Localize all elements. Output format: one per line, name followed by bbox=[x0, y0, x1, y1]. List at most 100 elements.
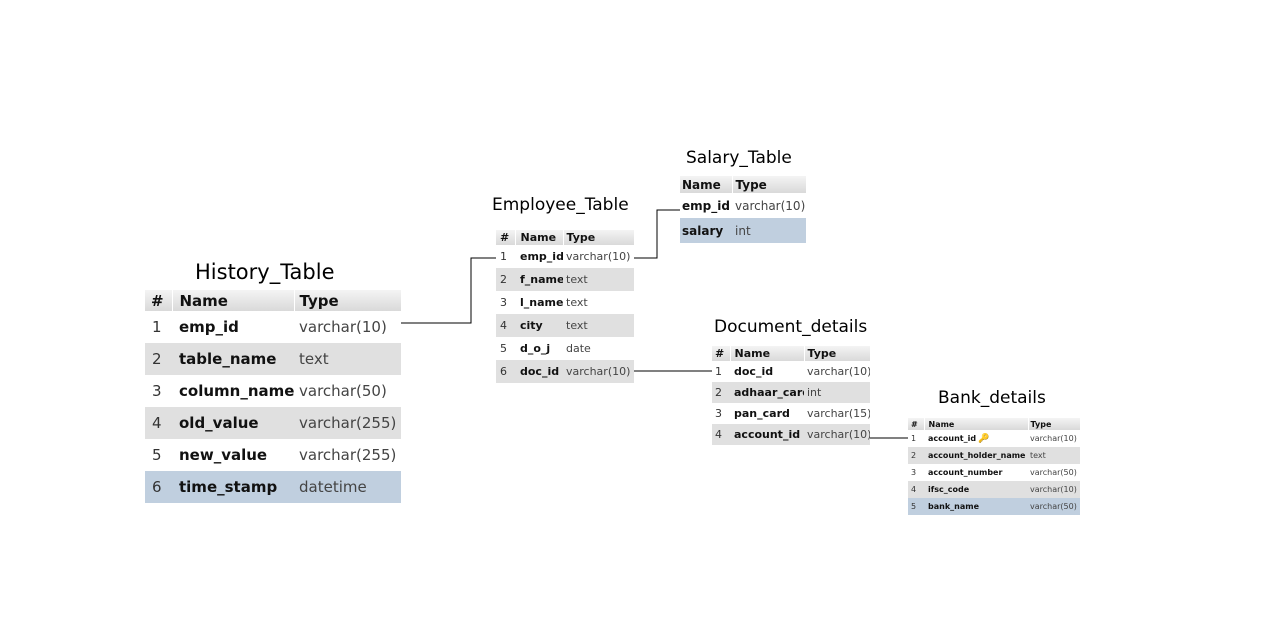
row-number: 2 bbox=[908, 447, 924, 464]
header-type[interactable]: Type bbox=[294, 290, 402, 311]
table-row[interactable]: 5 new_value varchar(255) bbox=[145, 439, 401, 471]
header-number[interactable]: # bbox=[908, 418, 925, 430]
row-number: 4 bbox=[496, 314, 515, 337]
column-name-cell: account_id🔑 bbox=[924, 430, 1028, 447]
table-row[interactable]: 4 ifsc_code varchar(10) bbox=[908, 481, 1080, 498]
table-row[interactable]: 3 pan_card varchar(15) bbox=[712, 403, 870, 424]
document-table-title: Document_details bbox=[714, 317, 868, 337]
bank-table-grid: # Name Type 1 account_id🔑 varchar(10) 2 … bbox=[908, 418, 1081, 515]
employee-table-grid: # Name Type 1 emp_id varchar(10) 2 f_nam… bbox=[496, 230, 635, 383]
table-row[interactable]: 5 d_o_j date bbox=[496, 337, 634, 360]
table-row[interactable]: 4 city text bbox=[496, 314, 634, 337]
column-name: account_id bbox=[730, 424, 804, 445]
column-type: varchar(255) bbox=[294, 407, 401, 439]
key-icon: 🔑 bbox=[978, 433, 990, 444]
row-number: 4 bbox=[145, 407, 172, 439]
table-row[interactable]: 1 emp_id varchar(10) bbox=[496, 245, 634, 268]
column-name: city bbox=[515, 314, 563, 337]
table-row[interactable]: 2 account_holder_name text bbox=[908, 447, 1080, 464]
column-type: text bbox=[294, 343, 401, 375]
row-number: 1 bbox=[496, 245, 515, 268]
table-row[interactable]: 2 adhaar_card int bbox=[712, 382, 870, 403]
column-type: varchar(50) bbox=[1028, 498, 1080, 515]
column-type: varchar(10) bbox=[563, 360, 634, 383]
table-row[interactable]: 4 account_id varchar(10) bbox=[712, 424, 870, 445]
history-table-title: History_Table bbox=[195, 260, 335, 284]
column-name: new_value bbox=[172, 439, 294, 471]
row-number: 1 bbox=[145, 311, 172, 343]
table-row[interactable]: 3 column_name varchar(50) bbox=[145, 375, 401, 407]
column-name: emp_id bbox=[515, 245, 563, 268]
table-row[interactable]: 3 account_number varchar(50) bbox=[908, 464, 1080, 481]
row-number: 1 bbox=[908, 430, 924, 447]
column-name: salary bbox=[680, 218, 732, 243]
header-number[interactable]: # bbox=[145, 290, 173, 311]
column-type: int bbox=[732, 218, 806, 243]
row-number: 1 bbox=[712, 361, 730, 382]
row-number: 5 bbox=[908, 498, 924, 515]
header-name[interactable]: Name bbox=[680, 176, 733, 193]
header-number[interactable]: # bbox=[712, 346, 731, 361]
column-type: varchar(10) bbox=[1028, 481, 1080, 498]
table-row[interactable]: 6 time_stamp datetime bbox=[145, 471, 401, 503]
table-row[interactable]: 1 account_id🔑 varchar(10) bbox=[908, 430, 1080, 447]
column-type: text bbox=[563, 291, 634, 314]
column-type: varchar(255) bbox=[294, 439, 401, 471]
header-type[interactable]: Type bbox=[804, 346, 871, 361]
column-type: int bbox=[804, 382, 870, 403]
column-name: table_name bbox=[172, 343, 294, 375]
row-number: 2 bbox=[496, 268, 515, 291]
header-name[interactable]: Name bbox=[172, 290, 295, 311]
column-type: text bbox=[1028, 447, 1080, 464]
column-name: ifsc_code bbox=[924, 481, 1028, 498]
column-name: bank_name bbox=[924, 498, 1028, 515]
header-name[interactable]: Name bbox=[515, 230, 564, 245]
column-name: account_holder_name bbox=[924, 447, 1028, 464]
column-type: text bbox=[563, 268, 634, 291]
column-type: text bbox=[563, 314, 634, 337]
row-number: 6 bbox=[496, 360, 515, 383]
row-number: 3 bbox=[908, 464, 924, 481]
row-number: 4 bbox=[908, 481, 924, 498]
column-type: varchar(15) bbox=[804, 403, 870, 424]
employee-table-title: Employee_Table bbox=[492, 195, 629, 215]
salary-table: Name Type emp_id varchar(10) salary int bbox=[680, 176, 807, 243]
column-name: pan_card bbox=[730, 403, 804, 424]
table-row[interactable]: 4 old_value varchar(255) bbox=[145, 407, 401, 439]
row-number: 3 bbox=[712, 403, 730, 424]
table-row[interactable]: emp_id varchar(10) bbox=[680, 193, 806, 218]
history-table-grid: # Name Type 1 emp_id varchar(10) 2 table… bbox=[145, 290, 402, 503]
column-name: emp_id bbox=[172, 311, 294, 343]
column-name: old_value bbox=[172, 407, 294, 439]
column-name: account_id bbox=[928, 433, 977, 443]
salary-table-grid: Name Type emp_id varchar(10) salary int bbox=[680, 176, 807, 243]
table-row[interactable]: 2 f_name text bbox=[496, 268, 634, 291]
row-number: 3 bbox=[496, 291, 515, 314]
header-name[interactable]: Name bbox=[924, 418, 1029, 430]
table-row[interactable]: 6 doc_id varchar(10) bbox=[496, 360, 634, 383]
document-table-grid: # Name Type 1 doc_id varchar(10) 2 adhaa… bbox=[712, 346, 871, 445]
bank-table: # Name Type 1 account_id🔑 varchar(10) 2 … bbox=[908, 418, 1081, 515]
column-type: varchar(10) bbox=[563, 245, 634, 268]
history-table: # Name Type 1 emp_id varchar(10) 2 table… bbox=[145, 290, 402, 503]
column-type: varchar(10) bbox=[732, 193, 806, 218]
header-type[interactable]: Type bbox=[563, 230, 635, 245]
table-row[interactable]: 5 bank_name varchar(50) bbox=[908, 498, 1080, 515]
table-row[interactable]: 3 l_name text bbox=[496, 291, 634, 314]
row-number: 2 bbox=[712, 382, 730, 403]
header-type[interactable]: Type bbox=[1028, 418, 1081, 430]
table-row[interactable]: 1 emp_id varchar(10) bbox=[145, 311, 401, 343]
header-number[interactable]: # bbox=[496, 230, 516, 245]
row-number: 6 bbox=[145, 471, 172, 503]
column-name: adhaar_card bbox=[730, 382, 804, 403]
column-name: doc_id bbox=[730, 361, 804, 382]
row-number: 4 bbox=[712, 424, 730, 445]
header-type[interactable]: Type bbox=[732, 176, 807, 193]
table-row[interactable]: salary int bbox=[680, 218, 806, 243]
column-type: varchar(10) bbox=[804, 361, 870, 382]
table-row[interactable]: 1 doc_id varchar(10) bbox=[712, 361, 870, 382]
table-row[interactable]: 2 table_name text bbox=[145, 343, 401, 375]
header-name[interactable]: Name bbox=[730, 346, 805, 361]
salary-table-title: Salary_Table bbox=[686, 148, 792, 168]
